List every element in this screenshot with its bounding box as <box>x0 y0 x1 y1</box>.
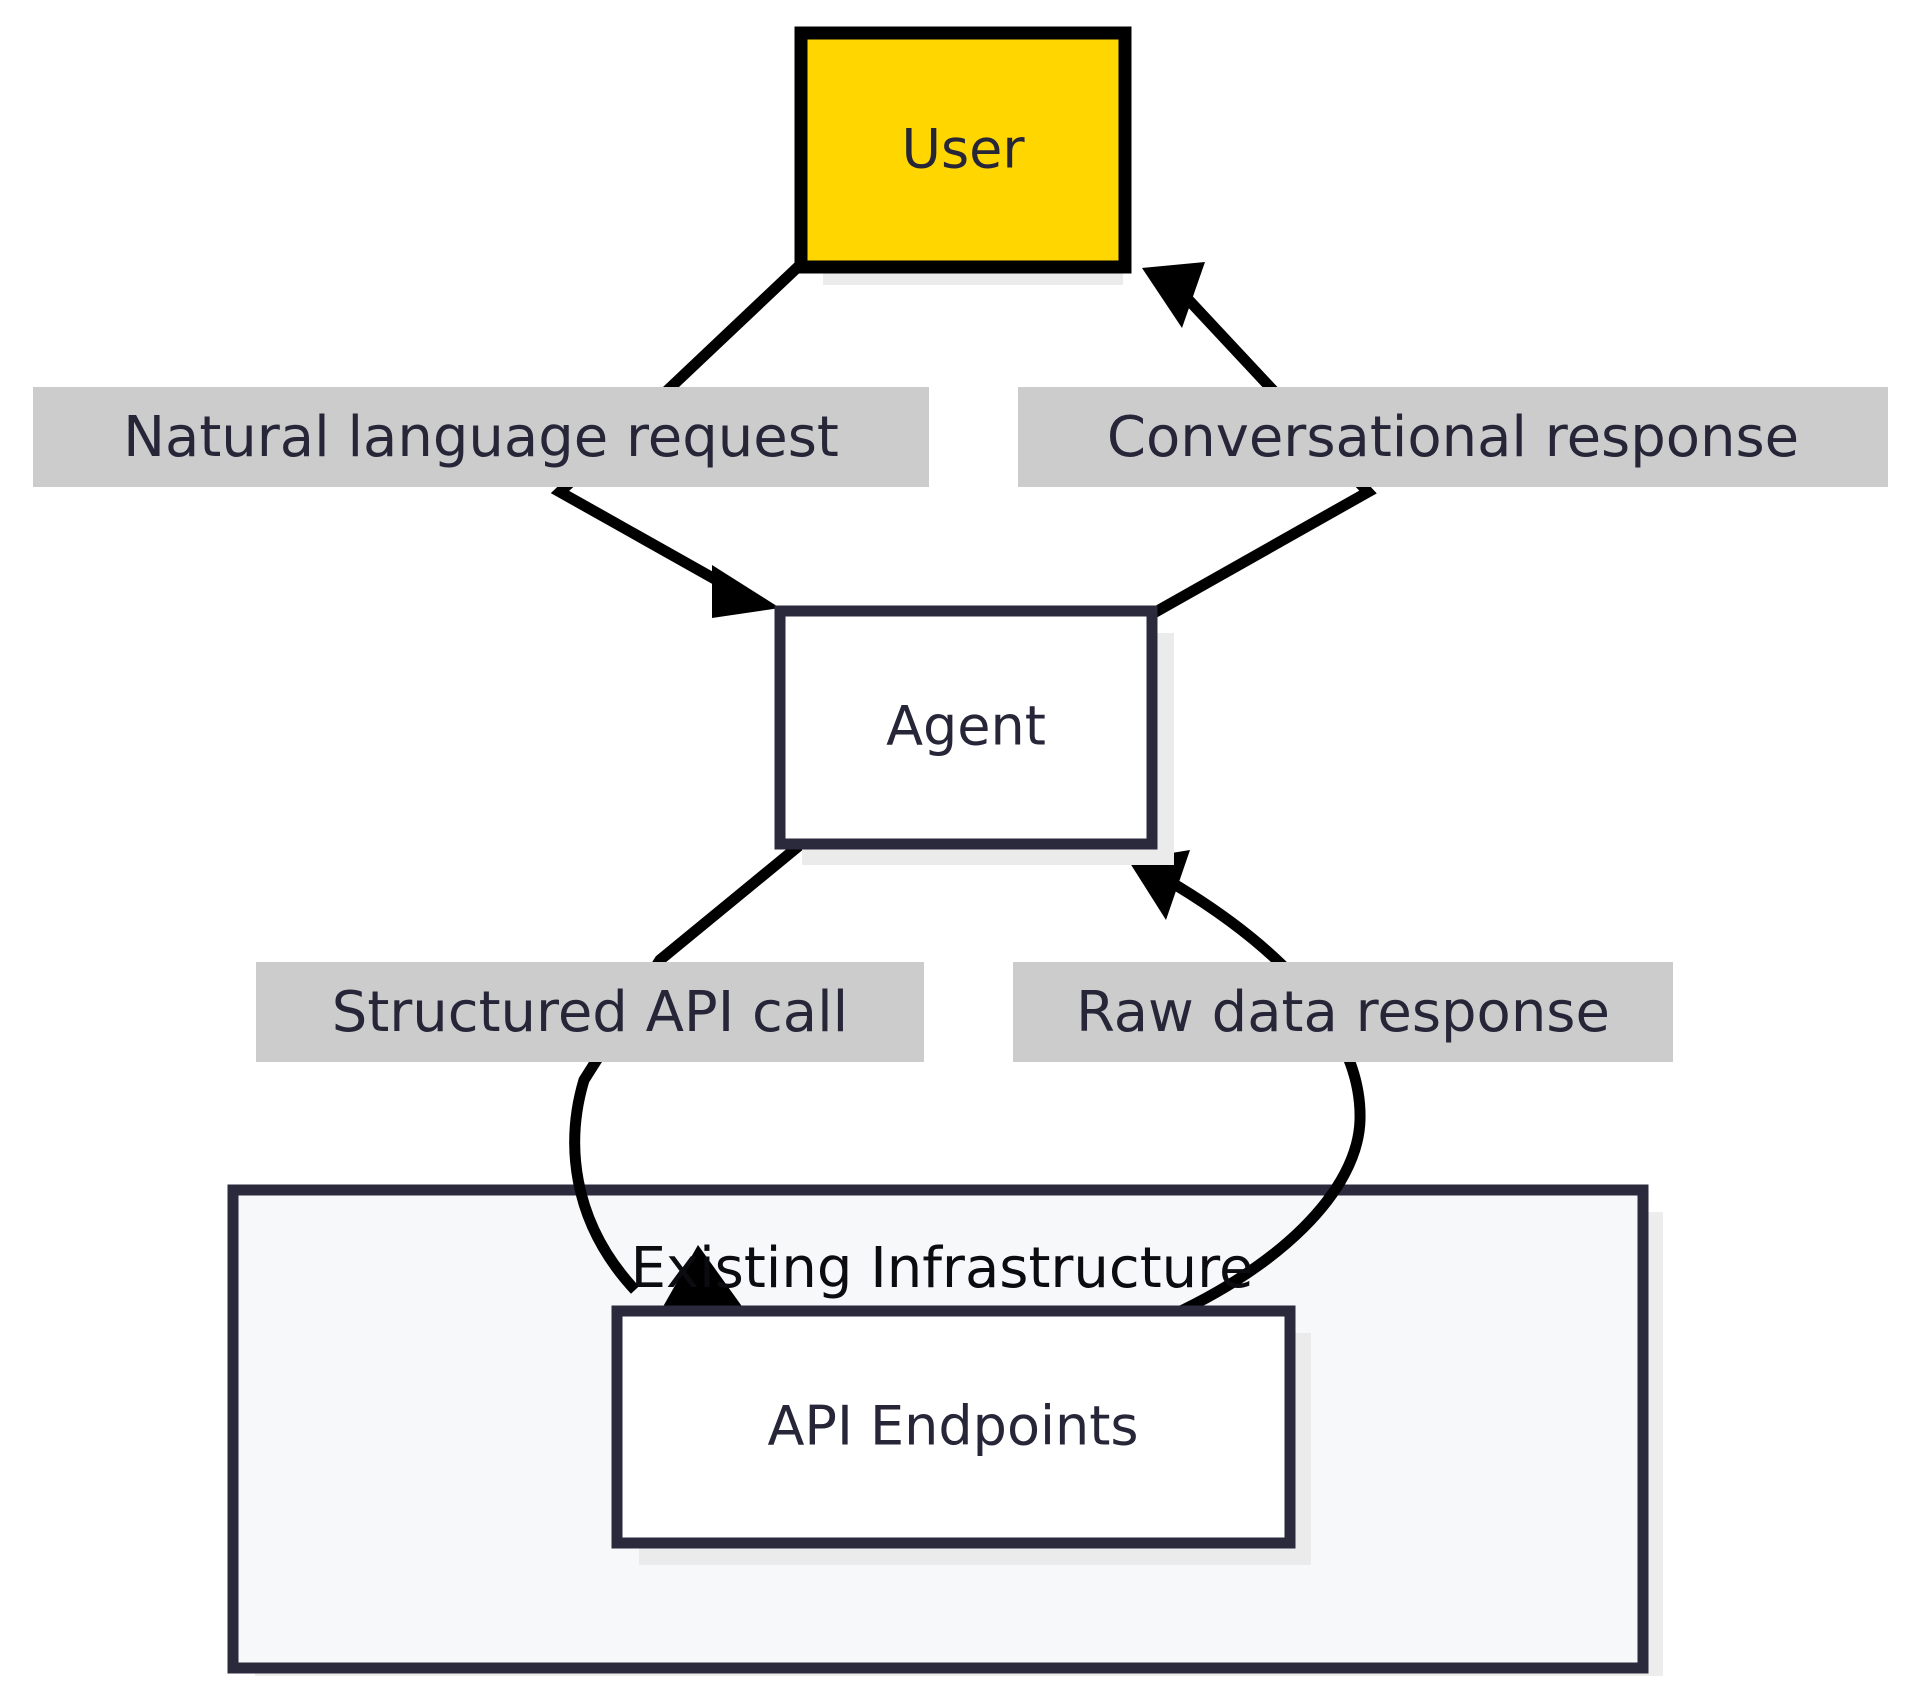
edge-agent-to-user <box>1142 262 1377 619</box>
edge-label-raw-data-response-text: Raw data response <box>1076 980 1610 1045</box>
edge-label-conversational-response-text: Conversational response <box>1107 405 1799 470</box>
edge-api-to-agent <box>1128 850 1366 1331</box>
edge-label-structured-api-call-bg <box>256 962 924 1062</box>
node-agent-box[interactable] <box>774 605 1158 850</box>
node-api-endpoints[interactable]: API Endpoints <box>611 1305 1311 1565</box>
edge-agent-to-api-path <box>569 840 804 1294</box>
node-user[interactable]: User <box>794 26 1132 285</box>
edge-label-structured-api-call-text: Structured API call <box>332 980 848 1045</box>
edge-label-conversational-response: Conversational response <box>1018 387 1888 487</box>
edge-agent-to-api <box>569 840 804 1312</box>
cluster-title-existing-infrastructure: Existing Infrastructure <box>631 1236 1254 1301</box>
edge-user-to-agent-path <box>550 261 804 605</box>
edge-label-structured-api-call: Structured API call <box>256 962 924 1062</box>
node-user-label: User <box>901 118 1025 181</box>
edge-user-to-agent <box>550 261 804 618</box>
node-agent[interactable]: Agent <box>774 605 1174 865</box>
edge-label-raw-data-response-bg <box>1013 962 1673 1062</box>
node-api-endpoints-box[interactable] <box>611 1305 1296 1549</box>
edge-user-to-agent-arrowhead <box>712 565 780 618</box>
node-api-endpoints-label: API Endpoints <box>767 1395 1138 1458</box>
edge-label-natural-language-request: Natural language request <box>33 387 929 487</box>
edge-api-to-agent-path <box>1147 865 1366 1331</box>
edge-label-raw-data-response: Raw data response <box>1013 962 1673 1062</box>
edge-agent-to-user-path <box>1149 276 1377 619</box>
edge-label-conversational-response-bg <box>1018 387 1888 487</box>
node-agent-label: Agent <box>886 695 1046 758</box>
edge-label-natural-language-request-text: Natural language request <box>123 405 839 470</box>
edge-agent-to-user-arrowhead <box>1142 262 1205 328</box>
edge-label-natural-language-request-bg <box>33 387 929 487</box>
edge-agent-to-api-arrowhead <box>660 1245 746 1312</box>
edge-api-to-agent-arrowhead <box>1128 850 1190 920</box>
node-user-box[interactable] <box>794 26 1132 274</box>
